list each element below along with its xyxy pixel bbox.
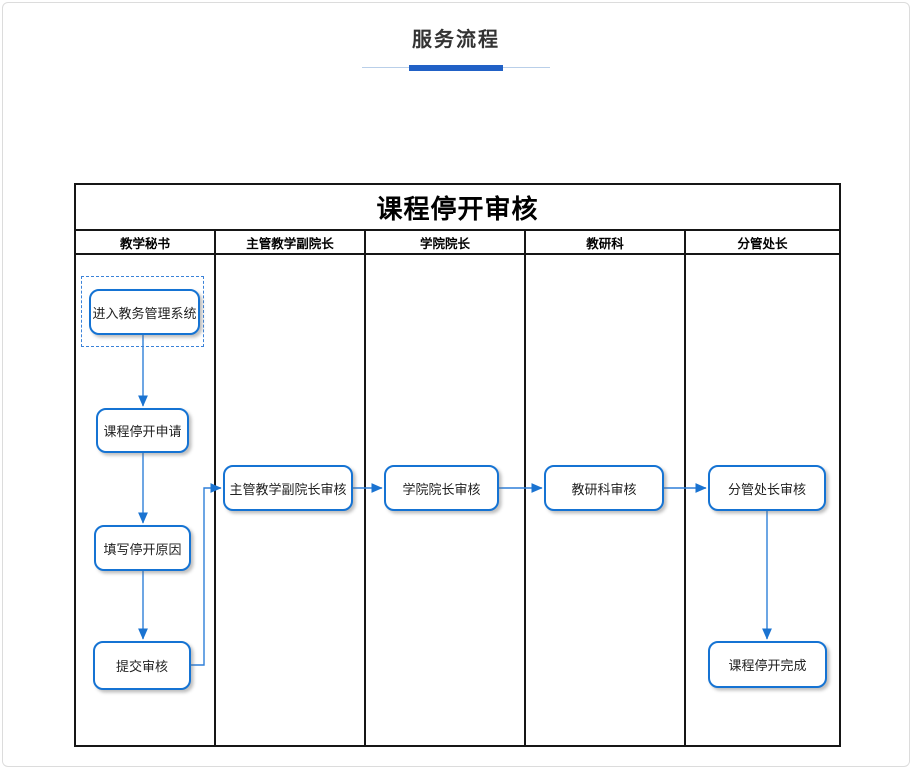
flowchart-title: 课程停开审核	[76, 185, 839, 231]
lane-header-director: 分管处长	[737, 236, 788, 251]
lane-header-vice-dean: 主管教学副院长	[216, 231, 366, 253]
lane-column-director	[686, 255, 839, 745]
page-header: 服务流程	[3, 3, 909, 71]
lane-header-teaching-secretary: 教学秘书	[76, 231, 216, 253]
lane-column-teaching-secretary	[76, 255, 216, 745]
lane-body-columns	[76, 255, 839, 745]
page-title: 服务流程	[412, 29, 500, 51]
lane-column-dean	[366, 255, 526, 745]
underline-accent-bar	[409, 65, 503, 71]
lane-column-research-section	[526, 255, 686, 745]
lane-header-research-section: 教研科	[526, 231, 686, 253]
lane-header-dean: 学院院长	[366, 231, 526, 253]
lane-header-row: 教学秘书 主管教学副院长 学院院长 教研科 分管处长	[76, 231, 839, 255]
lane-column-vice-dean	[216, 255, 366, 745]
swimlane-flowchart: 课程停开审核 教学秘书 主管教学副院长 学院院长 教研科 分管处长	[74, 183, 841, 747]
title-underline-decoration	[362, 65, 550, 71]
